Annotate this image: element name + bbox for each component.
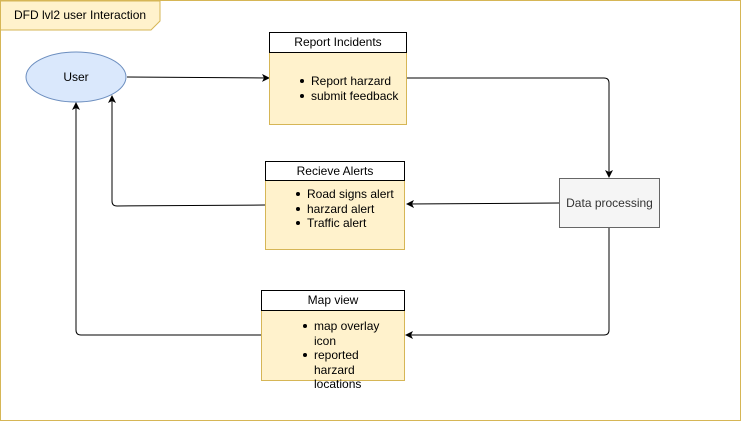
edge-receive-alerts-to-user <box>108 95 266 207</box>
report-incidents-list: Report harzard submit feedback <box>297 74 406 103</box>
list-item: submit feedback <box>297 89 406 104</box>
report-incidents-body[interactable]: Report harzard submit feedback <box>269 51 407 125</box>
receive-alerts-body[interactable]: Road signs alert harzard alert Traffic a… <box>265 179 405 250</box>
list-item: Report harzard <box>297 74 406 89</box>
diagram-title: DFD lvl2 user Interaction <box>14 8 147 22</box>
edge-data-processing-to-map-view <box>405 228 610 339</box>
edge-map-view-to-user <box>72 102 261 336</box>
map-view-header[interactable]: Map view <box>261 290 405 311</box>
list-item: harzard alert <box>293 202 404 217</box>
user-label: User <box>63 70 89 84</box>
map-view-body[interactable]: map overlay icon reported harzard locati… <box>261 309 405 391</box>
report-incidents-header[interactable]: Report Incidents <box>269 32 407 53</box>
list-item: map overlay icon <box>300 319 400 348</box>
data-processing-node[interactable]: Data processing <box>559 178 660 228</box>
list-item: reported harzard locations <box>300 348 400 392</box>
receive-alerts-list: Road signs alert harzard alert Traffic a… <box>293 187 404 231</box>
edge-user-to-report-incidents <box>126 73 270 82</box>
edge-data-processing-to-receive-alerts <box>406 199 560 208</box>
map-view-list: map overlay icon reported harzard locati… <box>300 319 400 392</box>
receive-alerts-header[interactable]: Recieve Alerts <box>265 161 405 181</box>
list-item: Traffic alert <box>293 216 404 231</box>
title-tag-shape <box>1 0 161 31</box>
edge-report-incidents-to-data-processing <box>407 77 613 178</box>
list-item: Road signs alert <box>293 187 404 202</box>
